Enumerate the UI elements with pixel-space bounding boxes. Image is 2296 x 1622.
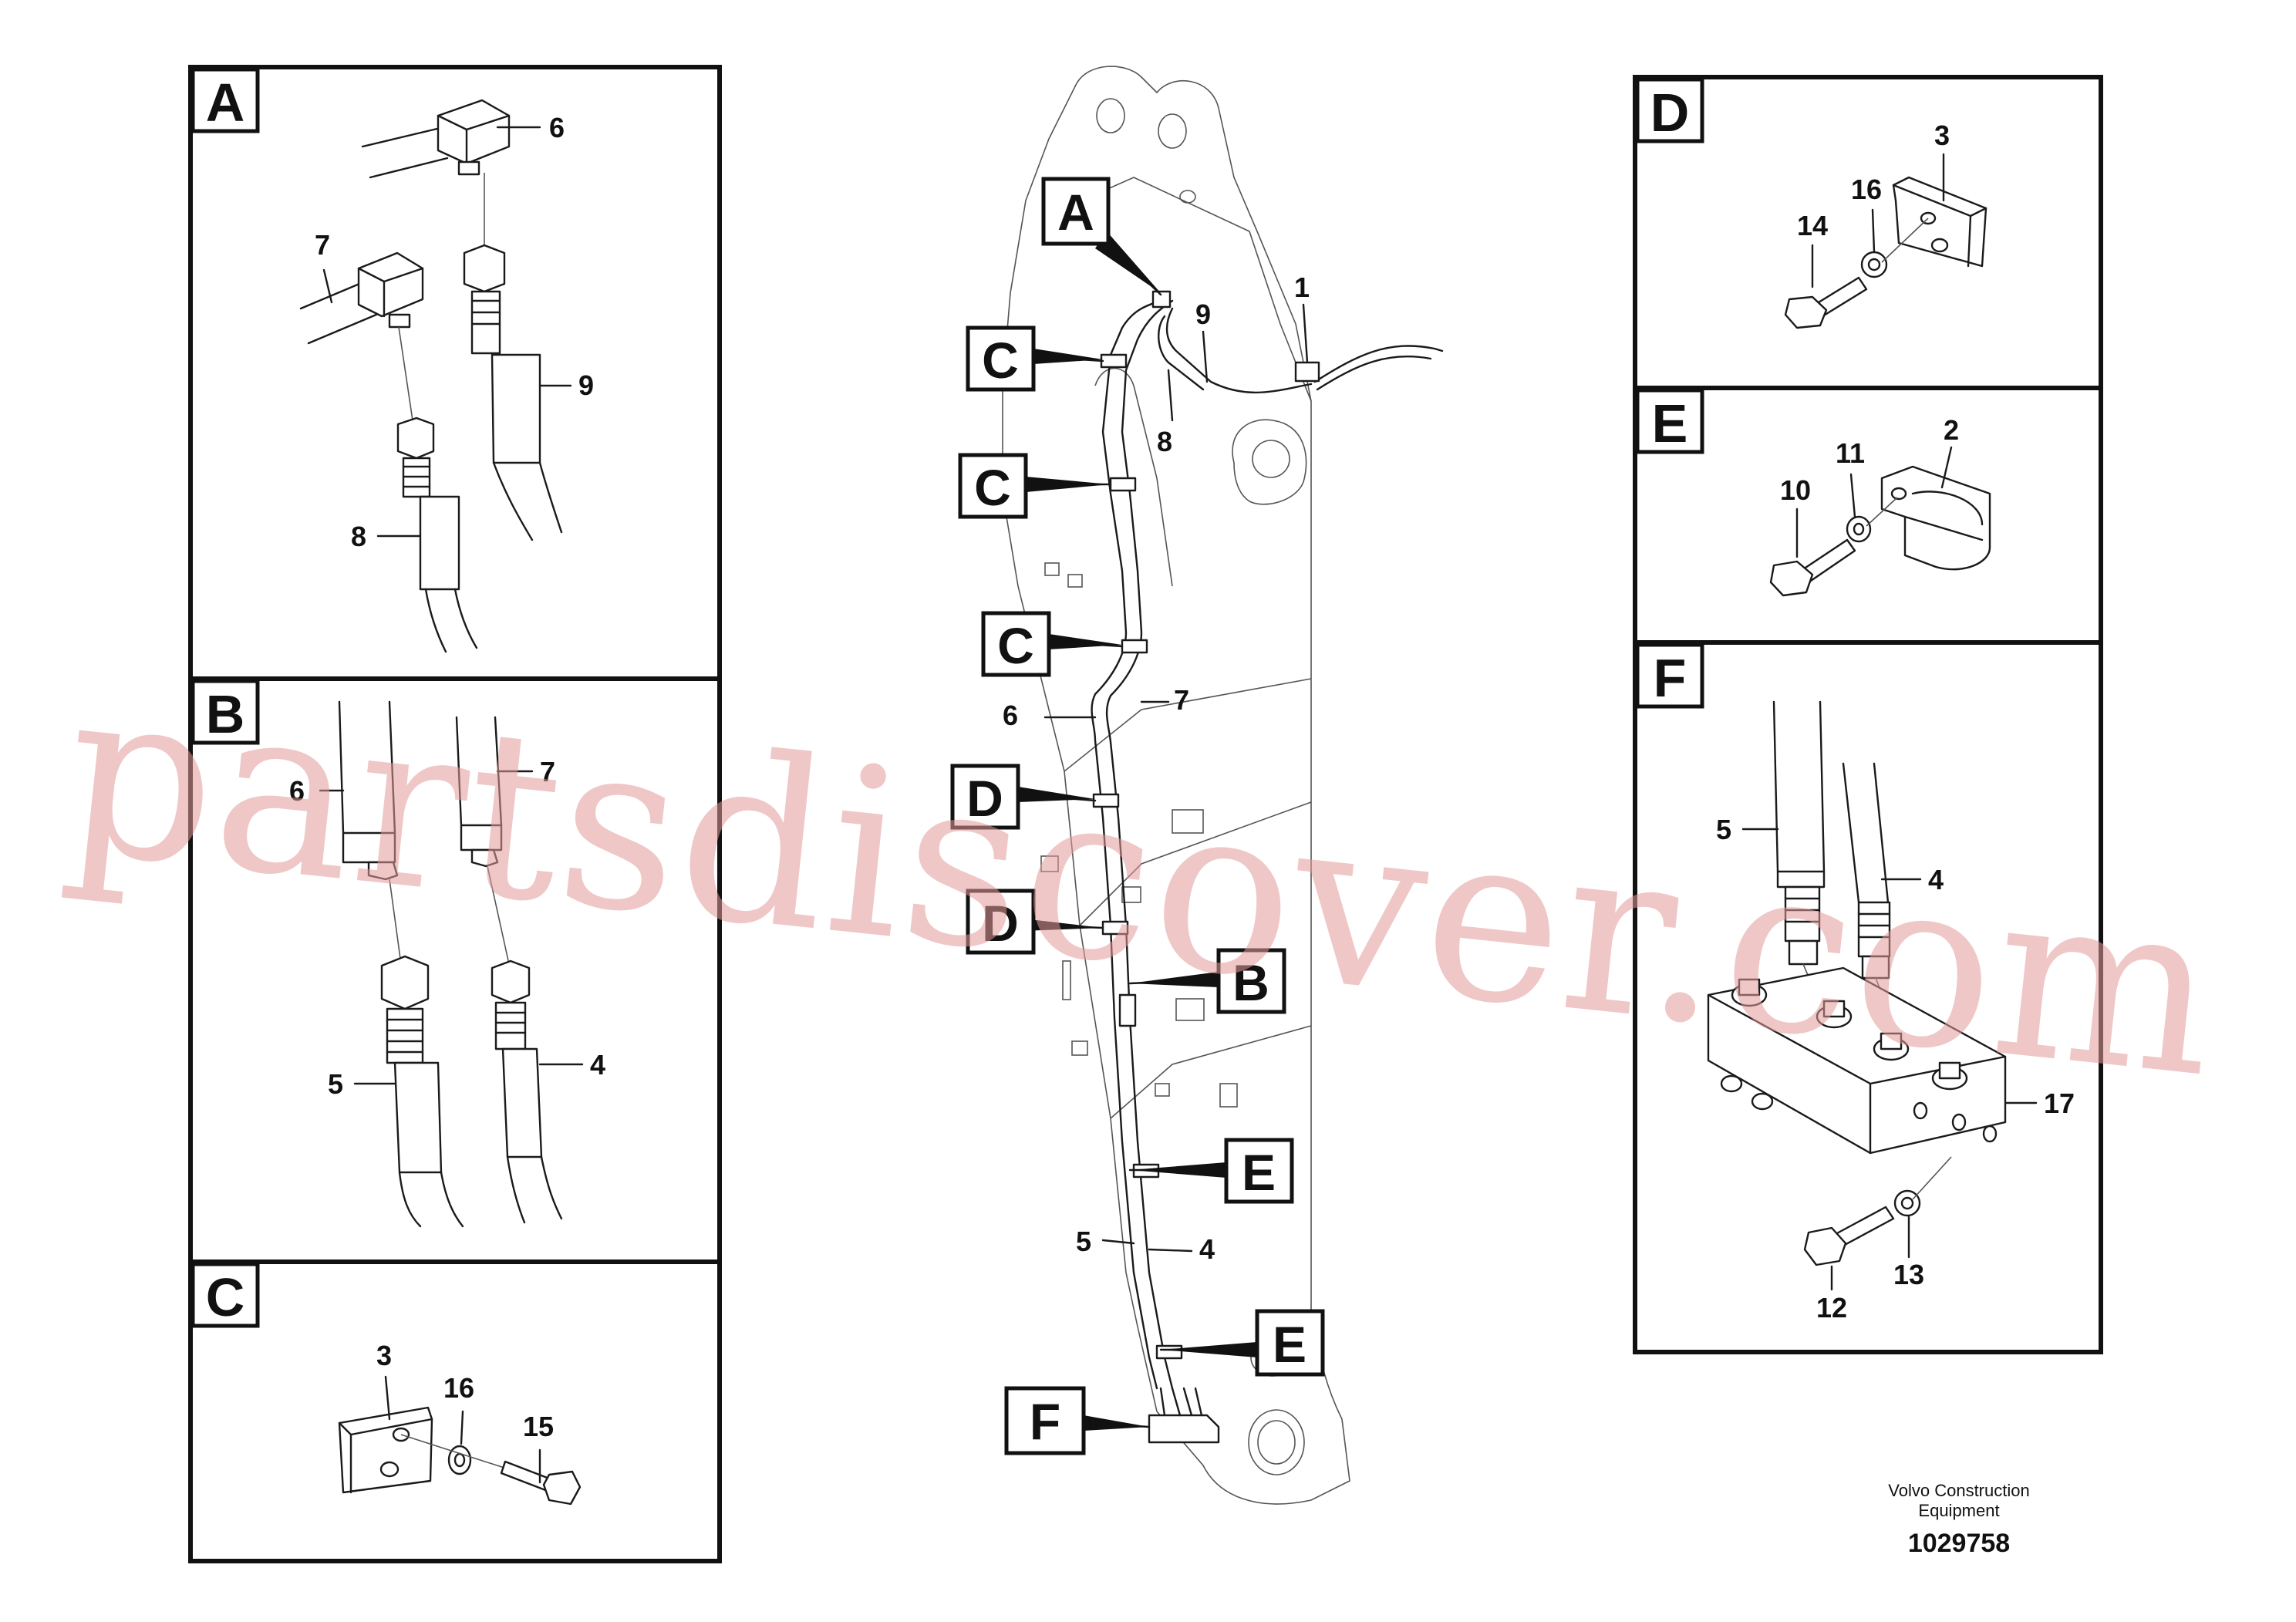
panel-c-tag: C — [206, 1267, 245, 1327]
detail-panel-c: C 3 16 15 — [188, 1259, 722, 1563]
detail-panel-d: D 3 16 14 — [1633, 75, 2103, 390]
label-b-6: 6 — [289, 775, 305, 807]
callout-c-3: C — [981, 611, 1051, 677]
main-label-7: 7 — [1174, 684, 1189, 716]
label-f-4: 4 — [1928, 864, 1944, 895]
drawing-number: 1029758 — [1908, 1529, 2010, 1558]
label-9: 9 — [578, 369, 594, 401]
boom-assembly — [1001, 66, 1444, 1505]
company-line-2: Equipment — [1918, 1501, 1999, 1520]
svg-text:E: E — [1242, 1144, 1276, 1201]
label-6: 6 — [549, 112, 565, 143]
callout-b: B — [1216, 948, 1286, 1014]
label-8: 8 — [351, 521, 366, 552]
main-label-9: 9 — [1195, 298, 1211, 330]
label-f-13: 13 — [1893, 1259, 1924, 1290]
label-f-17: 17 — [2044, 1088, 2075, 1119]
svg-text:F: F — [1030, 1393, 1060, 1450]
label-b-7: 7 — [540, 756, 555, 787]
label-e-2: 2 — [1944, 414, 1959, 446]
svg-text:B: B — [1232, 954, 1269, 1011]
detail-panel-a: A 6 9 7 8 — [188, 65, 722, 681]
svg-text:E: E — [1273, 1316, 1306, 1373]
label-d-14: 14 — [1797, 210, 1828, 241]
svg-text:C: C — [982, 332, 1019, 389]
label-e-10: 10 — [1780, 474, 1811, 506]
svg-text:D: D — [966, 770, 1003, 827]
main-label-6: 6 — [1003, 700, 1018, 731]
label-d-16: 16 — [1851, 174, 1882, 205]
label-c-15: 15 — [523, 1411, 554, 1442]
callout-c-2: C — [958, 453, 1028, 519]
detail-panel-e: E 2 11 10 — [1633, 386, 2103, 645]
callout-d-1: D — [950, 764, 1020, 830]
main-label-1: 1 — [1294, 271, 1310, 303]
callout-c-1: C — [966, 325, 1036, 392]
label-7: 7 — [315, 229, 330, 261]
label-e-11: 11 — [1836, 437, 1865, 469]
panel-e-tag: E — [1652, 393, 1688, 454]
callout-a: A — [1041, 177, 1111, 246]
label-b-5: 5 — [328, 1068, 343, 1100]
panel-a-tag: A — [206, 73, 245, 133]
main-label-5: 5 — [1076, 1226, 1091, 1257]
panel-f-tag: F — [1654, 648, 1687, 708]
label-f-5: 5 — [1716, 814, 1731, 845]
callout-e-1: E — [1224, 1138, 1294, 1204]
main-label-4: 4 — [1199, 1233, 1215, 1265]
detail-panel-f: F 5 4 17 — [1633, 640, 2103, 1354]
svg-text:C: C — [974, 459, 1011, 516]
label-c-3: 3 — [376, 1340, 392, 1371]
label-c-16: 16 — [443, 1372, 474, 1404]
svg-text:A: A — [1057, 184, 1094, 241]
callout-f: F — [1004, 1386, 1086, 1455]
callout-e-2: E — [1255, 1309, 1325, 1377]
svg-text:C: C — [997, 617, 1034, 674]
label-f-12: 12 — [1816, 1292, 1847, 1324]
svg-text:D: D — [982, 895, 1019, 952]
panel-d-tag: D — [1650, 83, 1690, 143]
detail-panel-b: B 6 7 5 4 — [188, 676, 722, 1264]
label-b-4: 4 — [590, 1049, 605, 1081]
main-label-8: 8 — [1157, 426, 1172, 457]
label-d-3: 3 — [1934, 120, 1950, 151]
callout-d-2: D — [966, 889, 1036, 955]
panel-b-tag: B — [206, 684, 245, 744]
company-line-1: Volvo Construction — [1888, 1481, 2029, 1500]
